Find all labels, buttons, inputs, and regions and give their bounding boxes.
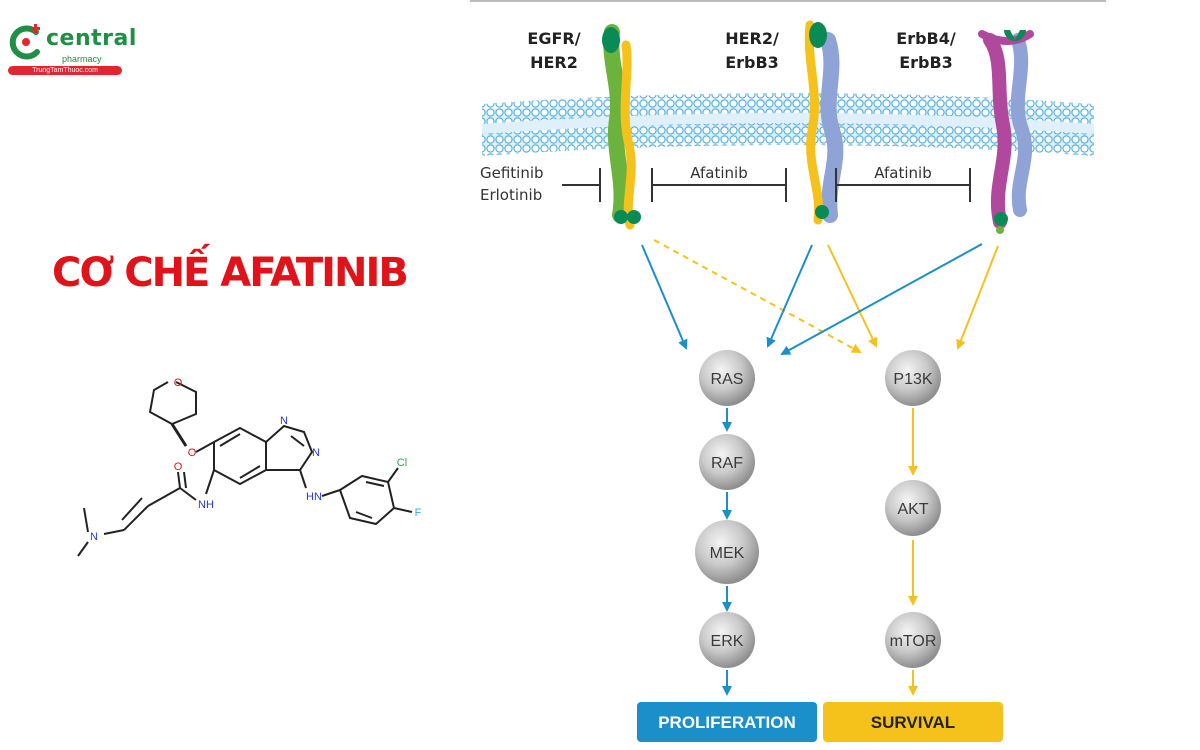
atom-f: F xyxy=(415,507,422,519)
atom-n-amine: N xyxy=(90,531,98,543)
node-pi3k-label: P13K xyxy=(893,371,932,388)
drug-erlotinib: Erlotinib xyxy=(480,186,542,204)
cell-membrane xyxy=(482,93,1094,156)
node-mtor xyxy=(885,612,941,668)
inhibition-first-gen xyxy=(562,168,601,202)
logo-url: TrungTamThuoc.com xyxy=(8,66,122,75)
central-pharmacy-logo[interactable]: central pharmacy TrungTamThuoc.com xyxy=(6,22,136,82)
node-raf-label: RAF xyxy=(711,455,743,472)
pi3k-pathway: P13K AKT mTOR xyxy=(885,350,941,696)
atom-n-right: N xyxy=(312,447,320,459)
node-mek-label: MEK xyxy=(710,545,745,562)
arrow-r1-ras xyxy=(641,244,688,350)
node-mtor-label: mTOR xyxy=(890,633,937,650)
node-ras xyxy=(699,350,755,406)
receptor-2-label-line2: ErbB3 xyxy=(725,53,779,72)
afatinib-molecule xyxy=(77,381,413,557)
signal-arrows xyxy=(641,239,999,355)
node-raf xyxy=(699,434,755,490)
outcome-survival: SURVIVAL xyxy=(823,702,1003,742)
inhibition-afatinib-1 xyxy=(651,168,787,202)
node-mek xyxy=(695,520,759,584)
logo-name: central xyxy=(46,26,137,51)
drug-afatinib-2: Afatinib xyxy=(874,164,931,182)
atom-cl: Cl xyxy=(397,457,407,469)
atom-nh-amide: NH xyxy=(198,499,214,511)
quinazoline-benzene xyxy=(213,426,267,486)
receptor-egfr-her2 xyxy=(602,24,641,230)
ras-pathway: RAS RAF MEK ERK xyxy=(695,350,759,696)
node-erk-label: ERK xyxy=(711,633,744,650)
receptor-3-label-line1: ErbB4/ xyxy=(896,29,956,48)
afatinib-atoms: O O N N O NH HN N Cl F xyxy=(90,377,422,543)
quinazoline-pyrimidine xyxy=(265,424,314,471)
drug-afatinib-1: Afatinib xyxy=(690,164,747,182)
page-title: CƠ CHẾ AFATINIB xyxy=(52,250,409,296)
arrow-r2-ras xyxy=(766,244,813,348)
node-pi3k xyxy=(885,350,941,406)
outcome-proliferation-label: PROLIFERATION xyxy=(658,713,796,732)
receptor-1-label-line2: HER2 xyxy=(530,53,578,72)
atom-hn-aniline: HN xyxy=(306,491,322,503)
receptor-erbb4-erbb3 xyxy=(978,30,1034,234)
node-erk xyxy=(699,612,755,668)
logo-subtitle: pharmacy xyxy=(62,54,102,64)
receptor-2-label-line1: HER2/ xyxy=(725,29,779,48)
node-ras-label: RAS xyxy=(711,371,744,388)
arrow-r1-pi3k xyxy=(653,239,862,353)
outcome-survival-label: SURVIVAL xyxy=(871,713,955,732)
node-akt xyxy=(885,480,941,536)
arrow-r2-pi3k xyxy=(827,244,878,348)
node-akt-label: AKT xyxy=(897,501,928,518)
atom-o-carbonyl: O xyxy=(174,461,183,473)
receptor-3-label-line2: ErbB3 xyxy=(899,53,953,72)
inhibition-afatinib-2 xyxy=(835,168,971,202)
arrow-r3-pi3k xyxy=(956,245,999,350)
receptor-her2-erbb3 xyxy=(804,20,844,225)
arrow-r3-ras xyxy=(780,243,983,355)
drug-gefitinib: Gefitinib xyxy=(480,164,544,182)
atom-o-ether: O xyxy=(188,447,197,459)
thf-wedge xyxy=(170,423,188,447)
outcome-proliferation: PROLIFERATION xyxy=(637,702,817,742)
logo-c-icon xyxy=(9,24,40,60)
receptor-1-label-line1: EGFR/ xyxy=(527,29,580,48)
atom-n-top: N xyxy=(280,415,288,427)
atom-o-ring: O xyxy=(174,377,183,389)
